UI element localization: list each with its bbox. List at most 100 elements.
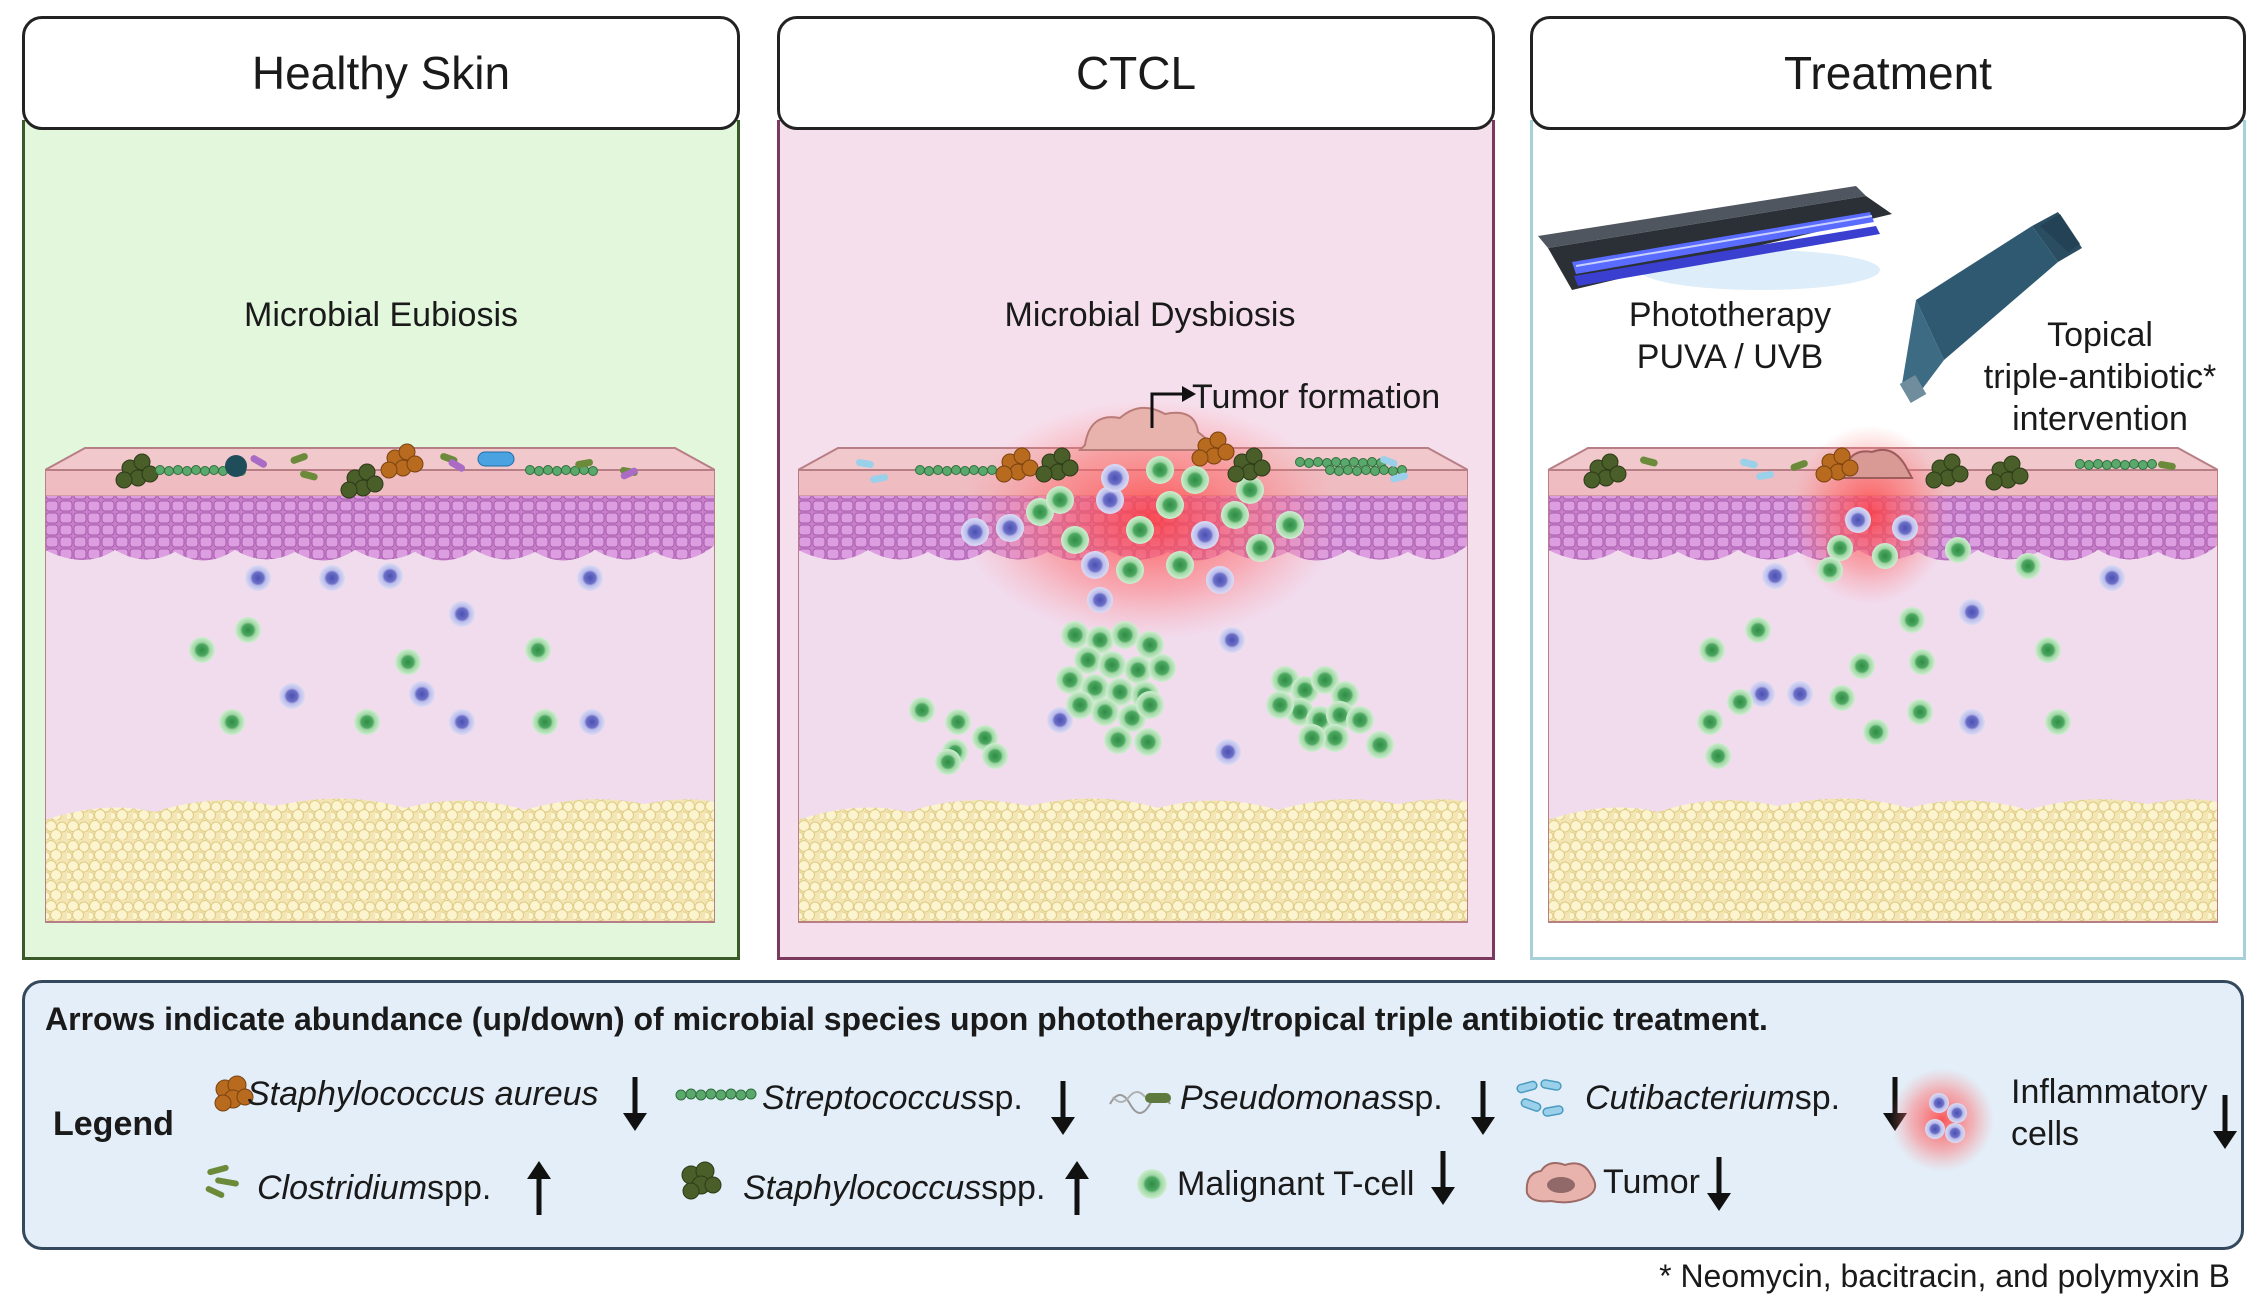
- rod-bacterium: [1380, 456, 1398, 467]
- rod-bacterium: [250, 455, 268, 468]
- rod-bacterium: [1390, 472, 1408, 483]
- immune-cell: [1762, 563, 1788, 589]
- malignant-t-cell: [1907, 699, 1933, 725]
- streptococcus-chain: [915, 465, 997, 476]
- pseudomonas-icon: [1109, 1091, 1171, 1114]
- immune-cell: [1219, 627, 1245, 653]
- cutibacterium-name: Cutibacterium: [1585, 1079, 1795, 1117]
- streptococcus-chain: [2075, 459, 2157, 470]
- immune-cell: [1959, 599, 1985, 625]
- immune-cell: [2099, 565, 2125, 591]
- malignant-t-cell: [1156, 491, 1184, 519]
- malignant-t-cell: [1321, 724, 1349, 752]
- immune-cell: [1749, 681, 1775, 707]
- malignant-t-cell: [1727, 689, 1753, 715]
- bacillus-bacterium: [477, 451, 515, 467]
- malignant-t-cell: [1366, 731, 1394, 759]
- arrow-up-icon: [527, 1161, 551, 1215]
- immune-cell: [449, 709, 475, 735]
- staphylococcus-icon: [681, 1161, 722, 1200]
- streptococcus-chain: [1325, 465, 1407, 476]
- streptococcus-name: Streptococcus: [762, 1079, 978, 1117]
- legend-title: Arrows indicate abundance (up/down) of m…: [45, 1001, 1768, 1037]
- s-aureus-name: Staphylococcus aureus: [247, 1075, 599, 1113]
- arrow-down-icon: [1707, 1157, 1731, 1211]
- rod-bacterium: [855, 459, 874, 468]
- staphylococcus-cluster: [1035, 447, 1079, 483]
- inflammatory-line: Inflammatory: [2011, 1073, 2208, 1111]
- staphylococcus-cluster: [380, 443, 424, 479]
- malignant-t-cell: [1134, 728, 1162, 756]
- staphylococcus-cluster: [1985, 455, 2029, 491]
- rod-bacterium: [448, 459, 466, 472]
- malignant-t-cell: [1236, 476, 1264, 504]
- malignant-t-cell: [1098, 651, 1126, 679]
- immune-cell: [1047, 707, 1073, 733]
- arrow-down-icon: [1431, 1151, 1455, 1205]
- treatment-title: Treatment: [1530, 16, 2246, 130]
- clostridium-name: Clostridium: [257, 1169, 428, 1207]
- streptococcus-icon: [675, 1088, 757, 1101]
- legend-item-clostridium: Clostridium spp.: [257, 1169, 491, 1208]
- staphylococcus-name: Staphylococcus: [743, 1169, 982, 1207]
- malignant-t-cell: [1829, 685, 1855, 711]
- malignant-t-cell: [1091, 698, 1119, 726]
- rod-bacterium: [620, 467, 638, 480]
- immune-cell: [1096, 486, 1124, 514]
- rod-bacterium: [1756, 471, 1775, 480]
- malignant-t-cell: [219, 709, 245, 735]
- malignant-t-cell: [395, 649, 421, 675]
- malignant-t-cell: [982, 743, 1008, 769]
- immune-cell: [1081, 551, 1109, 579]
- rod-bacterium: [1740, 458, 1758, 469]
- ctcl-tumor: [1077, 407, 1223, 451]
- rod-bacterium: [290, 453, 308, 464]
- malignant-t-cell-icon: [1137, 1169, 1167, 1199]
- staphylococcus-cluster: [1583, 453, 1627, 489]
- malignant-t-cell: [1061, 621, 1089, 649]
- malignant-t-cell: [1817, 557, 1843, 583]
- malignant-t-cell: [1104, 726, 1132, 754]
- staphylococcus-cluster: [1815, 447, 1859, 483]
- arrow-down-icon: [2213, 1095, 2237, 1149]
- inflammatory-cells-icon: [1890, 1068, 1994, 1172]
- malignant-t-cell: [1136, 691, 1164, 719]
- immune-cell: [245, 565, 271, 591]
- ointment-tube-icon: [1899, 212, 2082, 404]
- pseudomonas-suffix: sp.: [1397, 1079, 1443, 1117]
- healthy-skin-section: [45, 447, 715, 923]
- topical-label: Topical triple-antibiotic* intervention: [1960, 314, 2240, 440]
- staphylococcus-cluster: [1925, 453, 1969, 489]
- cutibacterium-icon: [1516, 1079, 1564, 1117]
- malignant-t-cell: [1066, 691, 1094, 719]
- malignant-t-cell: [1346, 706, 1374, 734]
- staphylococcus-suffix: spp.: [981, 1169, 1046, 1207]
- malignant-t-cell: [2045, 709, 2071, 735]
- immune-cell: [961, 518, 989, 546]
- immune-cell: [1101, 464, 1129, 492]
- malignant-t-cell: [1116, 556, 1144, 584]
- immune-cell: [1215, 739, 1241, 765]
- pseudomonas-name: Pseudomonas: [1180, 1079, 1398, 1117]
- malignant-t-cell: [1899, 607, 1925, 633]
- immune-cell: [579, 709, 605, 735]
- immune-cell: [377, 563, 403, 589]
- coccus-bacterium: [225, 455, 247, 477]
- uv-lamp-icon: [1538, 186, 1892, 290]
- staphylococcus-cluster: [995, 447, 1039, 483]
- malignant-t-cell: [525, 637, 551, 663]
- legend-item-s-aureus: Staphylococcus aureus: [247, 1075, 599, 1114]
- cutibacterium-suffix: sp.: [1794, 1079, 1841, 1117]
- malignant-t-cell: [1863, 719, 1889, 745]
- immune-cell: [409, 681, 435, 707]
- tumor-name: Tumor: [1603, 1163, 1700, 1201]
- immune-cell: [1845, 507, 1871, 533]
- immune-cell: [1087, 587, 1113, 613]
- malignant-t-cell: [235, 617, 261, 643]
- immune-cell: [1892, 515, 1918, 541]
- immune-cell: [279, 683, 305, 709]
- malignant-t-cell: [1074, 646, 1102, 674]
- malignant-t-cell: [1266, 691, 1294, 719]
- puva-uvb-line: PUVA / UVB: [1636, 338, 1824, 376]
